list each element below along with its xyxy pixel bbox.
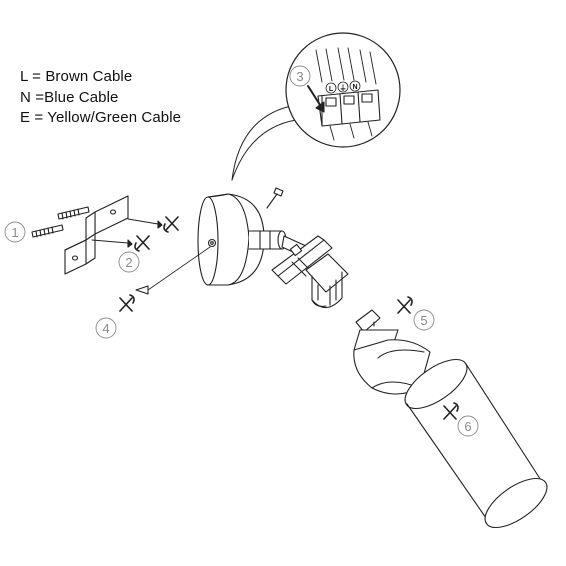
step-marker-5: 5 bbox=[414, 310, 434, 330]
step-number-5: 5 bbox=[420, 313, 427, 328]
legend-n-text: Blue Cable bbox=[44, 89, 119, 106]
wall-plug-bottom bbox=[32, 225, 63, 237]
step-marker-6: 6 bbox=[458, 416, 478, 436]
rotate-icon-shade bbox=[444, 403, 458, 419]
canopy-screw bbox=[267, 188, 283, 208]
canopy-side-screw bbox=[136, 247, 210, 294]
terminal-l: L bbox=[329, 86, 334, 93]
step-number-3: 3 bbox=[296, 69, 303, 84]
step-marker-2: 2 bbox=[119, 252, 139, 272]
wiring-callout bbox=[232, 33, 400, 180]
lamp-yoke bbox=[272, 236, 332, 284]
rotate-icon-screw-top bbox=[164, 217, 178, 232]
wall-plug-top bbox=[58, 207, 89, 219]
legend-l: L = Brown Cable bbox=[20, 68, 132, 85]
legend-e-text: Yellow/Green Cable bbox=[47, 109, 182, 126]
legend-n-key: N bbox=[20, 89, 31, 106]
legend-e-key: E bbox=[20, 109, 31, 126]
rotate-icon-screw-4 bbox=[120, 295, 134, 311]
canopy bbox=[198, 194, 264, 285]
legend-n: N =Blue Cable bbox=[20, 89, 118, 106]
step-marker-1: 1 bbox=[5, 222, 25, 242]
rotate-icon-bulb bbox=[398, 297, 412, 313]
cylinder-shade bbox=[397, 350, 554, 537]
legend-n-sep: = bbox=[35, 89, 45, 106]
bracket-screw-bottom bbox=[92, 240, 132, 247]
step-marker-3: 3 bbox=[290, 66, 310, 86]
step-number-1: 1 bbox=[11, 225, 18, 240]
legend-l-key: L bbox=[20, 68, 28, 85]
bracket-screw-top bbox=[128, 219, 162, 228]
legend-l-text: Brown Cable bbox=[45, 68, 133, 85]
step-number-4: 4 bbox=[102, 321, 109, 336]
terminal-labels: L ⏚ N bbox=[326, 81, 360, 93]
rotate-icon-screw-bottom bbox=[135, 236, 149, 251]
legend-e: E = Yellow/Green Cable bbox=[20, 109, 181, 126]
step-marker-4: 4 bbox=[96, 318, 116, 338]
wall-bracket bbox=[65, 196, 128, 274]
legend-l-sep: = bbox=[32, 68, 42, 85]
gu10-bulb bbox=[354, 310, 430, 394]
step-number-2: 2 bbox=[125, 255, 132, 270]
lampholder bbox=[306, 254, 348, 308]
legend-e-sep: = bbox=[34, 109, 44, 126]
terminal-n: N bbox=[352, 84, 357, 91]
terminal-earth: ⏚ bbox=[340, 84, 347, 92]
step-number-6: 6 bbox=[464, 419, 471, 434]
